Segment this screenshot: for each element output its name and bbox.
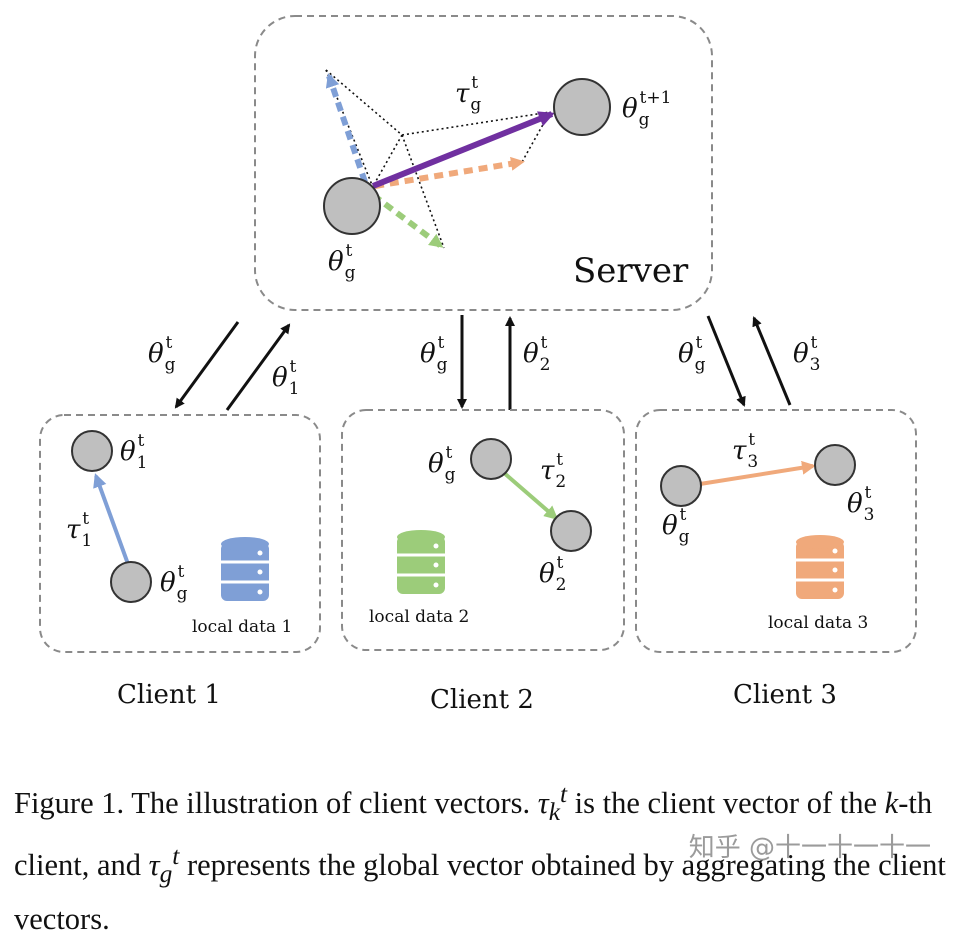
- client3-box: [635, 409, 917, 653]
- caption-k: k: [884, 786, 899, 821]
- theta-g-next-label: θgt+1: [622, 88, 671, 130]
- client1-local-data-label: local data 1: [192, 617, 292, 637]
- client3-theta-g-node: [660, 465, 702, 507]
- client3-vector-arrow: [699, 460, 816, 486]
- up-arrow-client1: [225, 323, 291, 411]
- client1-tau-label: τ1t: [66, 509, 92, 551]
- server-label: Server: [573, 251, 689, 291]
- client1-name: Client 1: [117, 680, 221, 710]
- up-theta-1-label: θ1t: [272, 357, 299, 399]
- up-arrow-client3: [752, 316, 792, 406]
- client2-theta-2-node: [550, 510, 592, 552]
- down-theta-g-label-3: θgt: [678, 333, 706, 375]
- client-vectors-diagram: τgt θgt+1 θgt Server θgt θ1t θgt θ2t θgt…: [39, 15, 917, 715]
- client1-database-icon: [221, 537, 269, 601]
- client3-theta-3-label: θ3t: [847, 483, 874, 525]
- server-client3-vector: [374, 156, 525, 189]
- client3-theta-g-label: θgt: [662, 505, 690, 547]
- caption-part2: is the client vector of the: [567, 786, 885, 821]
- client2-database-icon: [397, 530, 445, 594]
- client2-theta-g-node: [470, 438, 512, 480]
- server-theta-g-next-node: [553, 78, 611, 136]
- client2-name: Client 2: [430, 685, 534, 715]
- server-box: [254, 15, 713, 311]
- server-client2-vector: [371, 192, 444, 249]
- down-arrow-client1: [174, 321, 240, 409]
- client1-theta-1-node: [71, 430, 113, 472]
- client3-tau-label: τ3t: [732, 430, 758, 472]
- client2-box: [341, 409, 625, 651]
- client2-theta-g-label: θgt: [428, 443, 456, 485]
- client1-theta-g-label: θgt: [160, 562, 188, 604]
- client2-vector-arrow: [501, 470, 559, 520]
- global-vector-arrow: [371, 111, 555, 189]
- down-theta-g-label-1: θgt: [148, 333, 176, 375]
- tau-g-label: τgt: [455, 73, 481, 115]
- server-theta-g-node: [323, 177, 381, 235]
- caption-tau-k: τkt: [537, 780, 568, 827]
- client3-local-data-label: local data 3: [768, 613, 868, 633]
- figure-caption: Figure 1. The illustration of client vec…: [14, 772, 949, 941]
- server-theta-g-label: θgt: [328, 241, 356, 283]
- caption-part3: -th client, and: [14, 786, 933, 883]
- client1-theta-g-node: [110, 561, 152, 603]
- down-arrow-client3: [706, 315, 746, 407]
- client1-theta-1-label: θ1t: [120, 431, 147, 473]
- client2-theta-2-label: θ2t: [539, 553, 566, 595]
- client3-database-icon: [796, 535, 844, 599]
- server-client1-vector: [325, 73, 368, 183]
- caption-tau-g: τgt: [148, 842, 180, 889]
- down-theta-g-label-2: θgt: [420, 333, 448, 375]
- client1-box: [39, 414, 321, 653]
- zhihu-watermark: 知乎 @十一十一十一: [688, 833, 931, 863]
- up-theta-3-label: θ3t: [793, 333, 820, 375]
- client2-local-data-label: local data 2: [369, 607, 469, 627]
- client3-theta-3-node: [814, 444, 856, 486]
- client1-vector-arrow: [93, 473, 130, 565]
- client2-tau-label: τ2t: [540, 450, 566, 492]
- up-theta-2-label: θ2t: [523, 333, 550, 375]
- client3-name: Client 3: [733, 680, 837, 710]
- caption-part1: Figure 1. The illustration of client vec…: [14, 786, 538, 821]
